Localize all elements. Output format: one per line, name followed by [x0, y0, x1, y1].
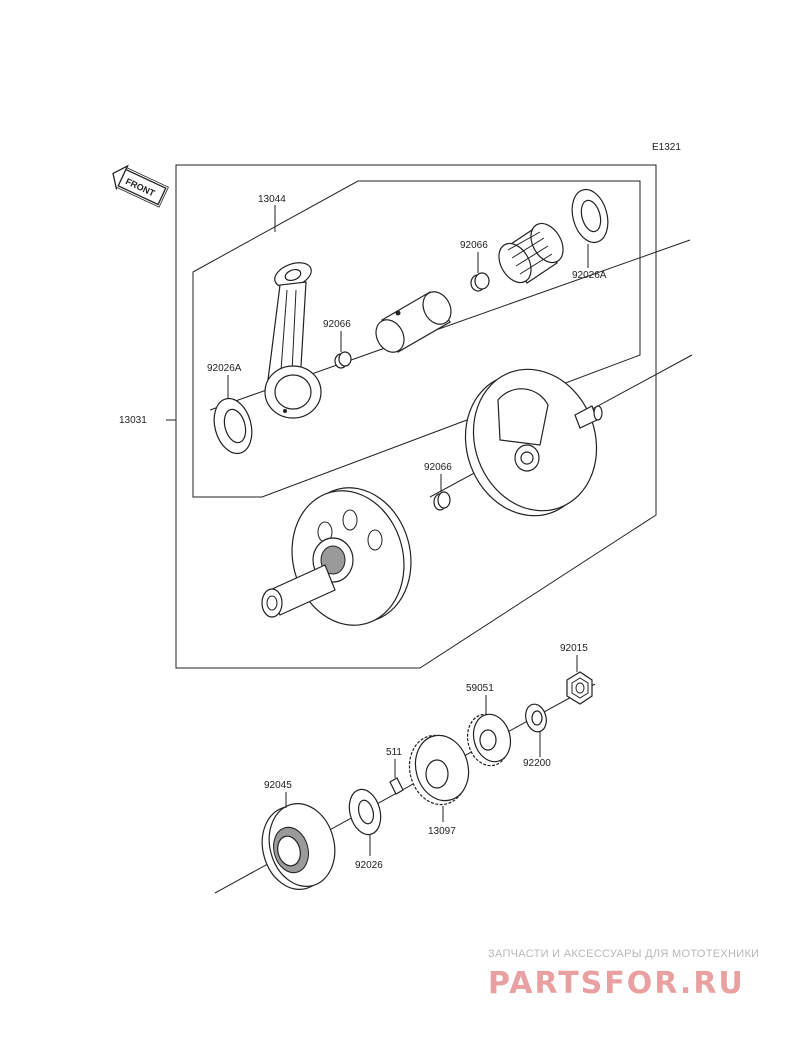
- gear-13097: [408, 734, 470, 806]
- key-511: [389, 777, 404, 795]
- ball-bearing-92045: [261, 802, 336, 891]
- label-92026: 92026: [355, 860, 383, 871]
- label-92066-a: 92066: [460, 240, 488, 251]
- label-59051: 59051: [466, 683, 494, 694]
- diagram-code: E1321: [652, 142, 681, 153]
- label-13031: 13031: [119, 415, 147, 426]
- gear-59051: [466, 713, 512, 767]
- label-13044: 13044: [258, 194, 286, 205]
- washer-92200: [525, 703, 547, 733]
- connecting-rod-13044: [264, 262, 322, 419]
- flywheel-left: [261, 487, 412, 626]
- nut-92015: [566, 671, 593, 705]
- washer-92026: [348, 788, 382, 836]
- bushing-92066-b: [334, 351, 352, 369]
- label-13097: 13097: [428, 826, 456, 837]
- label-92026A-left: 92026A: [207, 363, 242, 374]
- front-arrow-icon: FRONT: [112, 164, 169, 208]
- watermark-logo: PARTSFOR.RU: [488, 966, 745, 1001]
- label-92015: 92015: [560, 643, 588, 654]
- label-92026A-right: 92026A: [572, 270, 607, 281]
- label-92045: 92045: [264, 780, 292, 791]
- crank-pin: [375, 291, 452, 353]
- label-511: 511: [386, 747, 402, 758]
- label-92066-c: 92066: [424, 462, 452, 473]
- label-92200: 92200: [523, 758, 551, 769]
- assembly-outline-13031: [175, 164, 657, 669]
- bushing-92066-c: [433, 491, 451, 511]
- washer-92026A-right: [571, 188, 609, 244]
- watermark-tagline: ЗАПЧАСТИ И АКСЕССУАРЫ ДЛЯ МОТОТЕХНИКИ: [488, 948, 760, 960]
- flywheel-right: [464, 368, 603, 517]
- bushing-92066-a: [470, 272, 490, 292]
- washer-92026A-left: [213, 397, 253, 455]
- assembly-outline-13044: [192, 180, 641, 498]
- needle-bearing: [498, 222, 564, 284]
- label-92066-b: 92066: [323, 319, 351, 330]
